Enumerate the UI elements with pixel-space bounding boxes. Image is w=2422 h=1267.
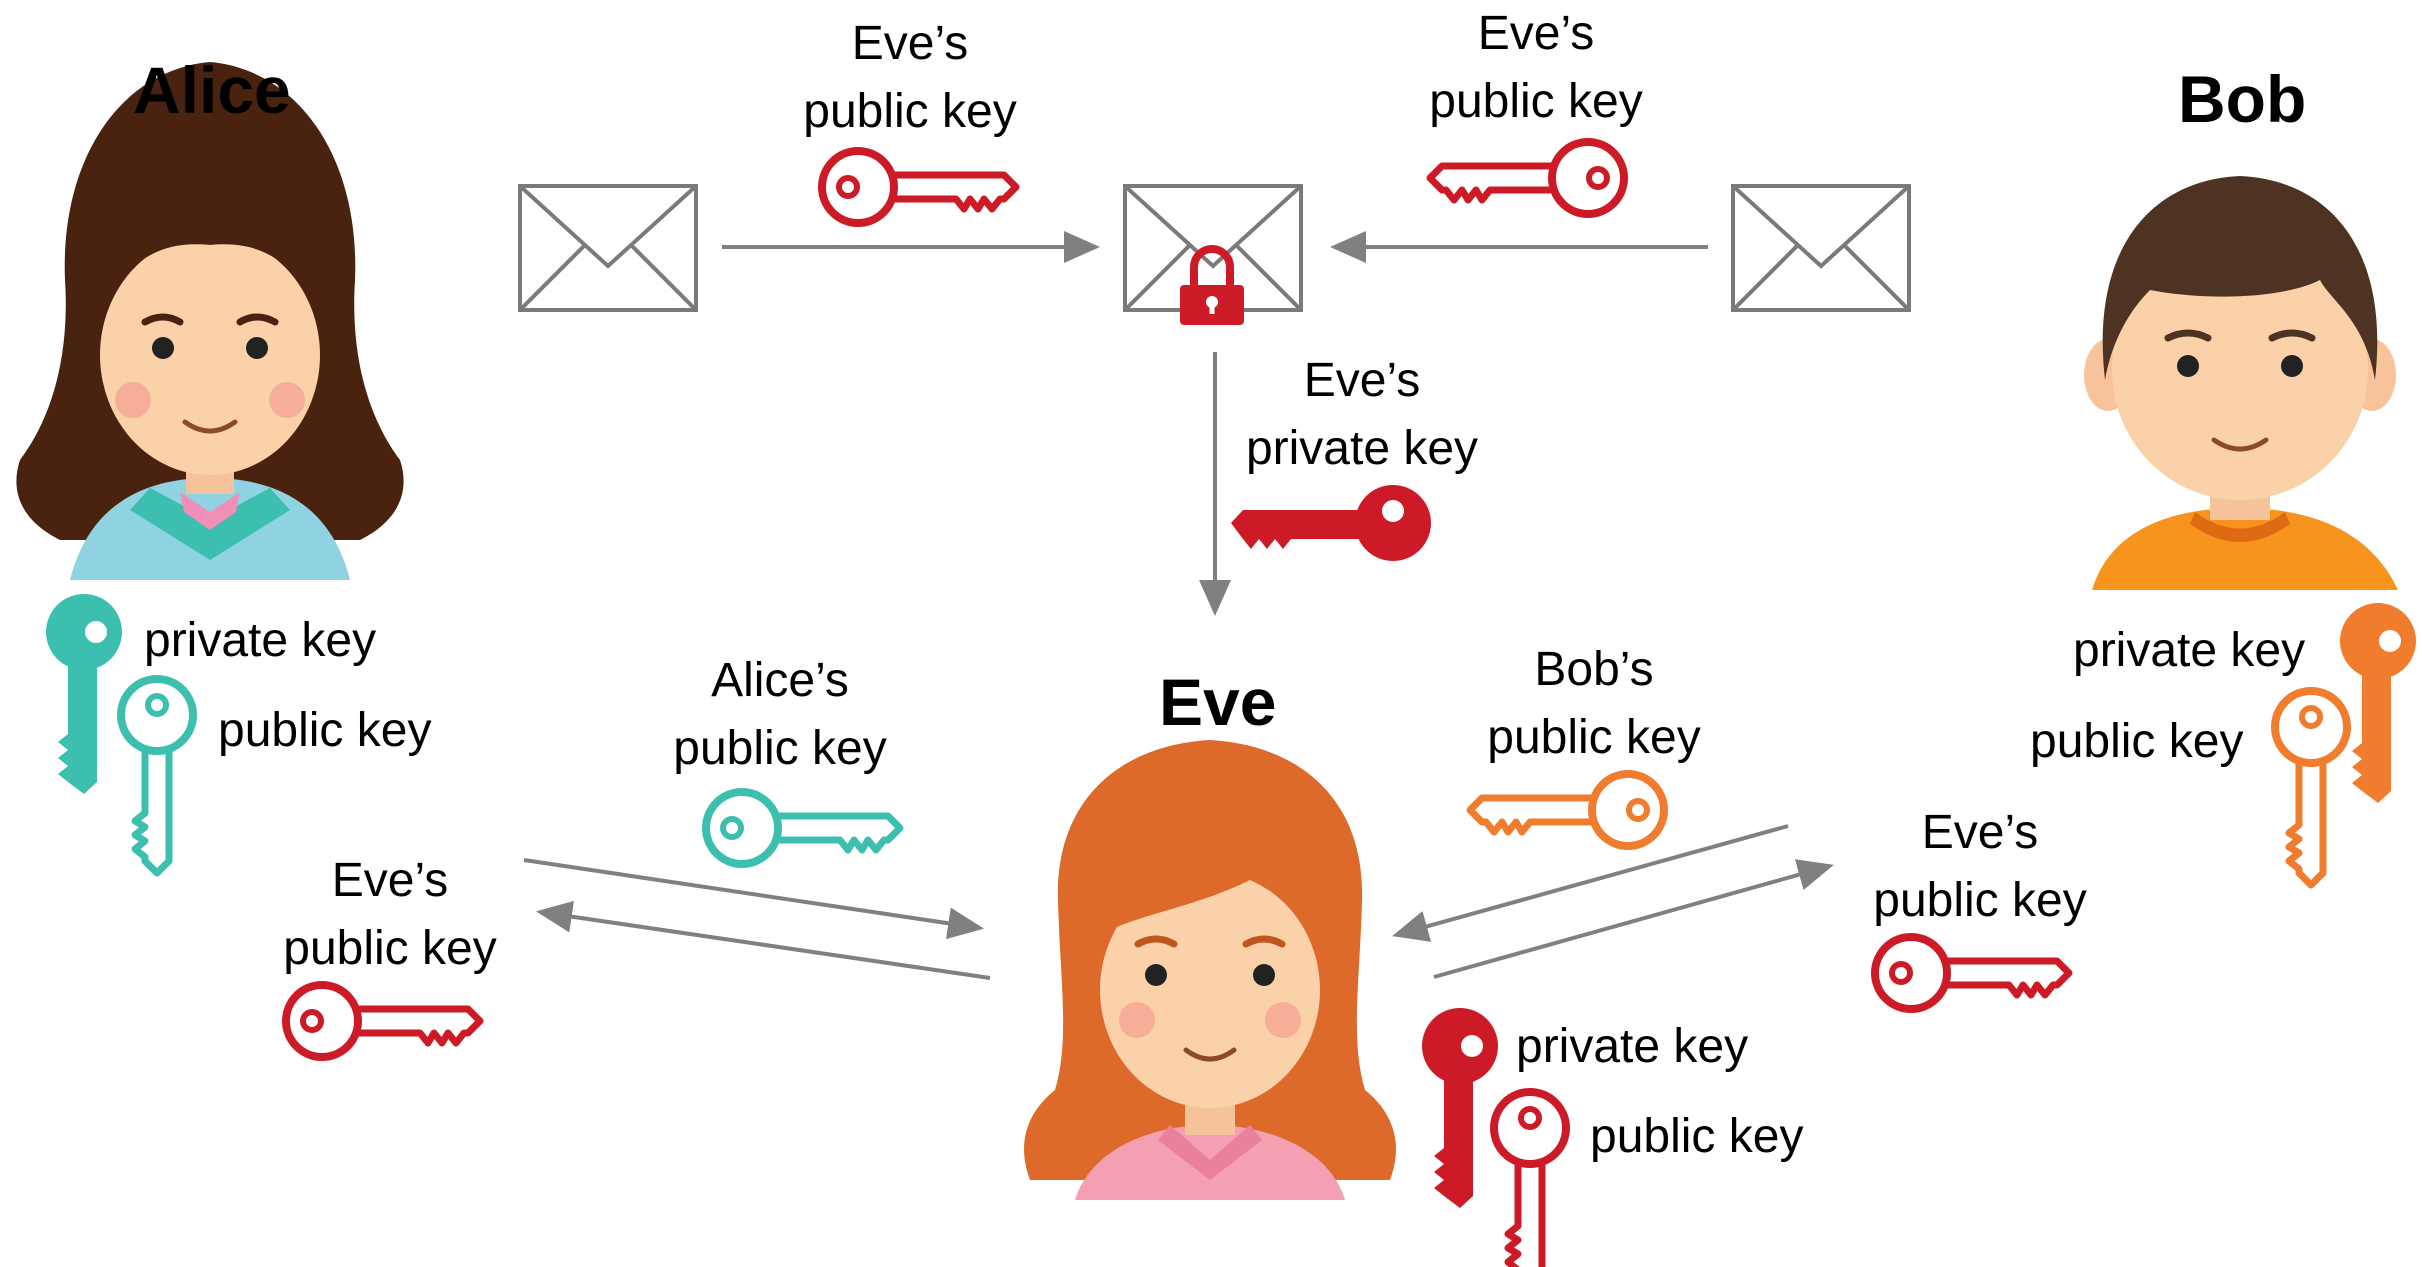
middle-label: Eve’s private key [1222,347,1502,483]
bob-public-key-flow-label: Bob’s public key [1454,636,1734,772]
alice-public-key-flow-label-line2: public key [673,722,887,776]
bob-name: Bob [2178,62,2307,136]
top-right-label-line2: public key [1429,75,1643,129]
bob-avatar-icon [2084,176,2398,590]
eve-private-key-label: private key [1516,1020,1749,1073]
eve-public-key-right-label-line1: Eve’s [1921,806,2039,859]
alice-public-key-label: public key [218,704,432,757]
eve-public-key-right-label-line2: public key [1873,874,2087,928]
top-right-label: Eve’s public key [1396,0,1676,136]
alice-public-key-flow-label: Alice’s public key [640,647,920,783]
bob-public-key-flow-label-line1: Bob’s [1534,643,1654,696]
top-right-label-line1: Eve’s [1477,7,1595,60]
eve-public-key-left-label: Eve’s public key [250,847,530,983]
bob-public-key-label: public key [2030,715,2244,768]
alice-private-key-label: private key [144,614,377,667]
bob-private-key-label: private key [2073,624,2306,677]
top-left-label: Eve’s public key [770,10,1050,146]
padlock-icon [1180,245,1244,325]
arrow-eve-to-alice [536,900,991,980]
eve-name: Eve [1159,665,1277,739]
bob-public-key-flow-label-line2: public key [1487,711,1701,765]
eve-public-key-left-label-line1: Eve’s [331,854,449,907]
eve-public-key-label: public key [1590,1110,1804,1163]
top-left-label-line2: public key [803,85,1017,139]
arrow-bob-to-eve [1392,824,1789,942]
arrow-alice-to-eve [523,858,984,940]
top-left-label-line1: Eve’s [851,17,969,70]
eve-public-key-left-label-line2: public key [283,922,497,976]
middle-label-line2: private key [1245,422,1479,476]
middle-label-line1: Eve’s [1303,354,1421,407]
alice-public-key-flow-label-line1: Alice’s [711,654,849,707]
alice-avatar-icon [16,62,404,580]
eve-public-key-right-label: Eve’s public key [1840,799,2120,935]
alice-name: Alice [133,53,291,127]
arrow-eve-to-bob [1433,859,1834,979]
eve-avatar-icon [1024,740,1396,1200]
